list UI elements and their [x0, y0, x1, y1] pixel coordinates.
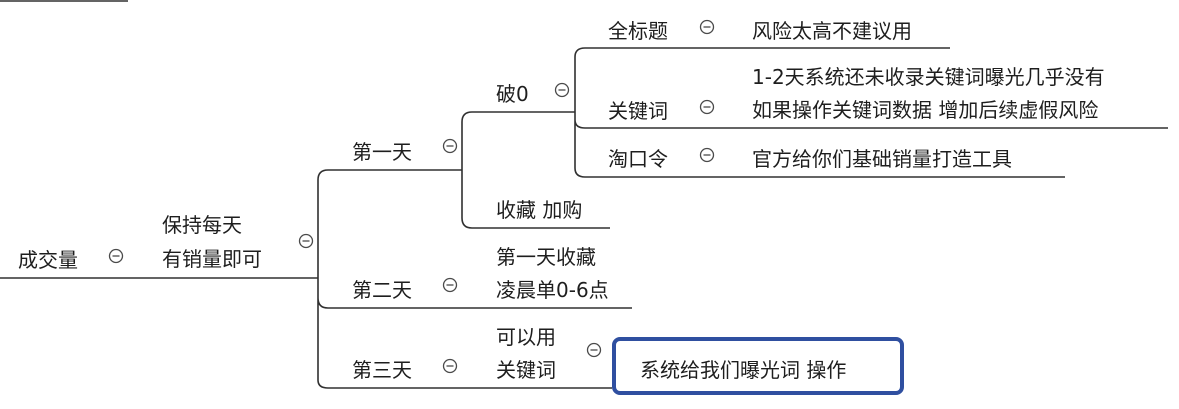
keyword-note-line2: 如果操作关键词数据 增加后续虚假风险	[752, 98, 1098, 122]
taokouling-note-label: 官方给你们基础销量打造工具	[752, 147, 1012, 171]
node-root[interactable]: 成交量	[0, 248, 138, 279]
po0-collapse-icon[interactable]	[554, 82, 570, 98]
collect-label: 收藏 加购	[496, 198, 582, 222]
keyword-label: 关键词	[608, 99, 668, 123]
full-title-label: 全标题	[608, 19, 668, 43]
day2-collapse-icon[interactable]	[442, 277, 458, 293]
node-taokouling-note[interactable]: 官方给你们基础销量打造工具	[732, 147, 1065, 178]
node-taokouling[interactable]: 淘口令	[592, 147, 732, 178]
day1-collapse-icon[interactable]	[442, 138, 458, 154]
taokouling-collapse-icon[interactable]	[699, 147, 715, 163]
node-collect[interactable]: 收藏 加购	[480, 198, 610, 229]
po0-label: 破0	[496, 82, 529, 106]
day2-note-line2: 凌晨单0-6点	[496, 278, 609, 302]
node-keep-sales[interactable]: 保持每天 有销量即可	[138, 213, 318, 279]
node-exposure-selected[interactable]: 系统给我们曝光词 操作	[612, 337, 904, 395]
day3-label: 第三天	[352, 358, 412, 382]
node-keyword-note[interactable]: 1-2天系统还未收录关键词曝光几乎没有 如果操作关键词数据 增加后续虚假风险	[732, 65, 1168, 129]
exposure-label: 系统给我们曝光词 操作	[640, 358, 846, 382]
node-day1[interactable]: 第一天	[335, 140, 462, 171]
node-full-title-note[interactable]: 风险太高不建议用	[732, 19, 950, 49]
node-day2[interactable]: 第二天	[335, 278, 480, 309]
day3-note-collapse-icon[interactable]	[586, 342, 602, 358]
node-day3[interactable]: 第三天	[335, 358, 480, 389]
keep-sales-line1: 保持每天	[162, 213, 242, 237]
taokouling-label: 淘口令	[608, 147, 668, 171]
keep-sales-collapse-icon[interactable]	[298, 233, 314, 249]
keyword-collapse-icon[interactable]	[699, 99, 715, 115]
root-label: 成交量	[18, 248, 78, 272]
node-day2-note[interactable]: 第一天收藏 凌晨单0-6点	[480, 245, 632, 309]
day1-label: 第一天	[352, 140, 412, 164]
root-collapse-icon[interactable]	[108, 248, 124, 264]
selection-highlight-box	[612, 337, 904, 395]
keep-sales-connector	[317, 169, 335, 389]
node-day3-note[interactable]: 可以用 关键词	[480, 325, 612, 389]
full-title-note-label: 风险太高不建议用	[752, 19, 912, 43]
node-keyword[interactable]: 关键词	[592, 99, 732, 129]
day2-note-line1: 第一天收藏	[496, 245, 596, 269]
keyword-note-line1: 1-2天系统还未收录关键词曝光几乎没有	[752, 65, 1105, 89]
node-full-title[interactable]: 全标题	[592, 19, 732, 49]
day1-connector	[461, 111, 480, 229]
day2-label: 第二天	[352, 278, 412, 302]
day3-note-line1: 可以用	[496, 325, 556, 349]
keep-sales-line2: 有销量即可	[162, 247, 262, 271]
day3-collapse-icon[interactable]	[442, 358, 458, 374]
day3-note-line2: 关键词	[496, 358, 556, 382]
full-title-collapse-icon[interactable]	[699, 19, 715, 35]
node-po0[interactable]: 破0	[480, 82, 575, 113]
po0-connector	[574, 47, 592, 178]
